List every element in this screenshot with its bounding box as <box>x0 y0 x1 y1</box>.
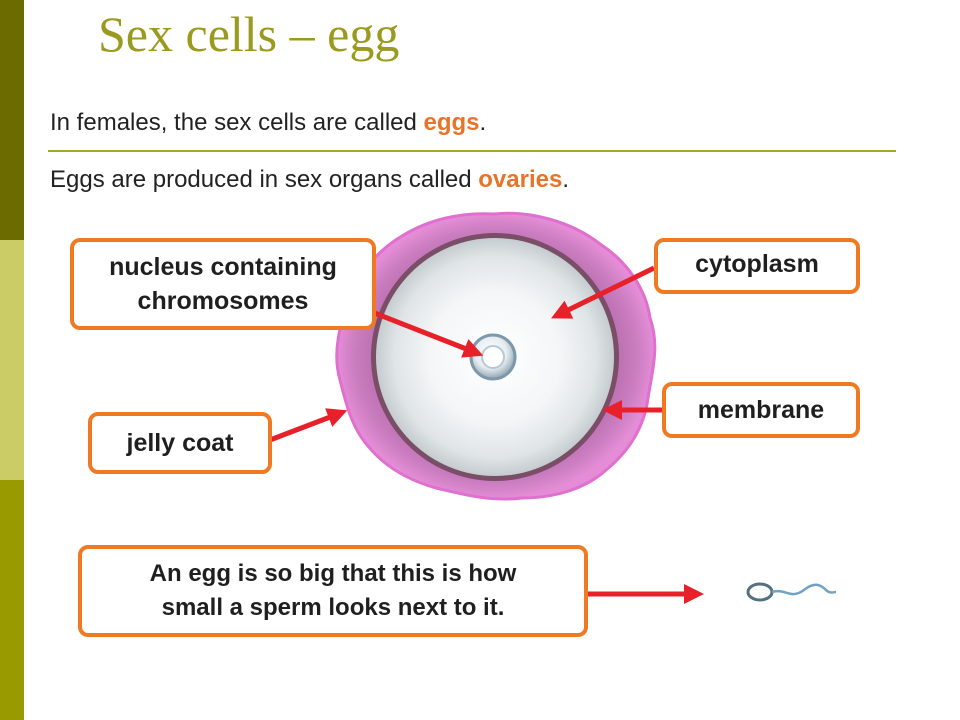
ovaries-punct: . <box>562 166 569 193</box>
arrow-cytoplasm <box>551 265 656 319</box>
highlight-eggs: eggs <box>423 109 480 136</box>
label-nucleus: nucleus containing chromosomes <box>70 238 376 330</box>
sidebar-band-middle <box>0 240 24 480</box>
intro-punct: . <box>479 109 487 136</box>
label-membrane-text: membrane <box>697 395 825 424</box>
label-jelly-coat-text: jelly coat <box>126 428 234 457</box>
arrow-nucleus <box>371 309 484 358</box>
arrow-jelly-coat <box>269 408 348 443</box>
label-membrane: membrane <box>662 382 860 438</box>
label-sperm-note-line1: An egg is so big that this is how <box>149 560 517 587</box>
sidebar-accent <box>0 0 24 720</box>
intro-line-ovaries: Eggs are produced in sex organs called o… <box>50 165 569 195</box>
highlight-ovaries: ovaries <box>478 166 563 193</box>
label-cytoplasm-text: cytoplasm <box>695 250 819 278</box>
intro-text: In females, the sex cells are called <box>50 109 424 136</box>
sidebar-band-bottom <box>0 480 24 720</box>
nucleus-core <box>481 345 505 369</box>
label-nucleus-line1: nucleus containing <box>109 253 337 281</box>
label-sperm-note-line2: small a sperm looks next to it. <box>161 594 505 621</box>
label-cytoplasm: cytoplasm <box>654 238 860 294</box>
divider <box>48 150 896 152</box>
page-title: Sex cells – egg <box>98 6 400 62</box>
sperm-icon <box>746 582 837 602</box>
label-sperm-note: An egg is so big that this is how small … <box>78 545 588 637</box>
sidebar-band-top <box>0 0 24 240</box>
intro-line-eggs: In females, the sex cells are called egg… <box>50 108 486 138</box>
ovaries-text: Eggs are produced in sex organs called <box>50 166 479 193</box>
label-nucleus-line2: chromosomes <box>137 287 309 315</box>
label-jelly-coat: jelly coat <box>88 412 272 474</box>
egg-illustration <box>335 211 657 501</box>
